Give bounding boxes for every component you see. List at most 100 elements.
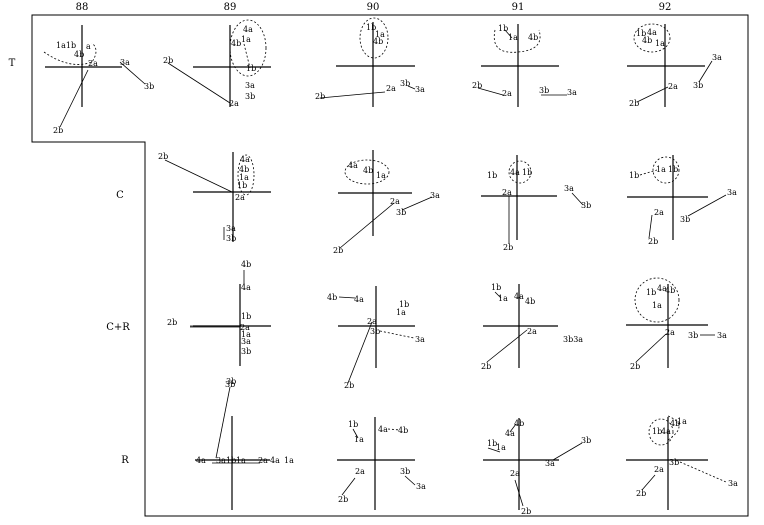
connector-line: [509, 423, 517, 433]
connector-line: [698, 60, 713, 83]
point-label: 3a: [226, 224, 236, 233]
point-label: 3b: [400, 79, 410, 88]
point-label: 4a: [196, 456, 206, 465]
point-label: 3a: [430, 191, 440, 200]
point-label: 1b: [366, 23, 376, 32]
point-label: 2b: [315, 92, 325, 101]
point-label: 3b: [241, 347, 251, 356]
cluster-ellipse: [652, 156, 680, 184]
point-label: 2a: [665, 328, 675, 337]
point-label: 4a: [354, 295, 364, 304]
point-label: 4b: [525, 297, 535, 306]
point-label: 1b: [629, 171, 639, 180]
point-label: 3b: [400, 467, 410, 476]
point-label: 2a: [668, 82, 678, 91]
cluster-arc: [43, 42, 97, 65]
cluster-ellipse: [648, 418, 674, 446]
point-label: 3a: [245, 81, 255, 90]
cluster-ellipse: [229, 19, 267, 77]
connector-line: [352, 428, 359, 439]
point-label: 4a: [510, 168, 520, 177]
point-label: 4a: [348, 161, 358, 170]
point-label: 4b: [642, 36, 652, 45]
point-label: 2a: [88, 59, 98, 68]
point-label: 2b: [481, 362, 491, 371]
point-label: 3a: [416, 482, 426, 491]
point-label: 1a: [375, 30, 385, 39]
point-label: 1b: [348, 420, 358, 429]
point-label: 1a: [376, 171, 386, 180]
point-label: 3a: [727, 188, 737, 197]
point-label: 3b: [396, 208, 406, 217]
connector-line: [401, 196, 433, 211]
cluster-ellipse: [359, 17, 389, 59]
cluster-arc: [667, 415, 680, 441]
point-label: 1a: [396, 308, 406, 317]
point-label: 2a: [390, 197, 400, 206]
point-label: 3a: [241, 337, 251, 346]
connector-line: [167, 62, 231, 104]
connector-line: [687, 194, 727, 217]
column-header: 90: [367, 2, 380, 13]
point-label: 2a: [510, 469, 520, 478]
row-label: C: [116, 190, 124, 201]
point-label: 3a: [545, 459, 555, 468]
row-label: C+R: [106, 322, 130, 333]
point-label: 4b: [363, 166, 373, 175]
point-label: 3b: [226, 234, 236, 243]
point-label: 3a: [712, 53, 722, 62]
connector-line: [339, 202, 395, 249]
point-label: 4b: [670, 419, 680, 428]
connector-line: [494, 291, 502, 299]
point-label: 4a: [270, 456, 280, 465]
point-label: 1a: [656, 165, 666, 174]
point-label: 1a: [236, 456, 246, 465]
point-label: 2b: [163, 56, 173, 65]
point-label: 4a: [647, 28, 657, 37]
point-label: 2b: [167, 318, 177, 327]
point-label: a: [86, 42, 91, 51]
cluster-ellipse: [508, 160, 532, 184]
point-label: 1a: [508, 33, 518, 42]
connector-line: [404, 475, 416, 486]
column-header: 88: [76, 2, 89, 13]
point-label: 2b: [629, 99, 639, 108]
point-label: 2a: [258, 456, 268, 465]
point-label: 3a: [567, 88, 577, 97]
point-label: 2a: [654, 465, 664, 474]
connector-line: [379, 330, 415, 339]
point-label: 1a: [354, 435, 364, 444]
point-label: 1a: [241, 330, 251, 339]
point-label: 3b: [370, 327, 380, 336]
point-label: 3a: [120, 58, 130, 67]
point-label: 3b3a: [563, 335, 583, 344]
point-label: 1a: [241, 35, 251, 44]
point-label: 1a1b: [56, 41, 76, 50]
point-label: 2b: [636, 489, 646, 498]
point-label: 2b: [333, 246, 343, 255]
point-label: 4b: [241, 260, 251, 269]
point-label: 2a: [240, 323, 250, 332]
point-label: 3b: [226, 377, 236, 386]
connector-line: [635, 333, 667, 363]
point-label: 1b: [498, 24, 508, 33]
point-label: 2a: [235, 193, 245, 202]
point-label: 1b: [491, 283, 501, 292]
connector-line: [119, 61, 146, 85]
point-label: 3b: [669, 458, 679, 467]
connector-line: [407, 85, 416, 90]
point-label: 2b: [630, 362, 640, 371]
cluster-ellipse: [634, 277, 680, 323]
point-label: 4a: [657, 284, 667, 293]
connector-line: [59, 69, 89, 128]
point-label: 2b: [472, 81, 482, 90]
point-label: 3a: [216, 456, 226, 465]
